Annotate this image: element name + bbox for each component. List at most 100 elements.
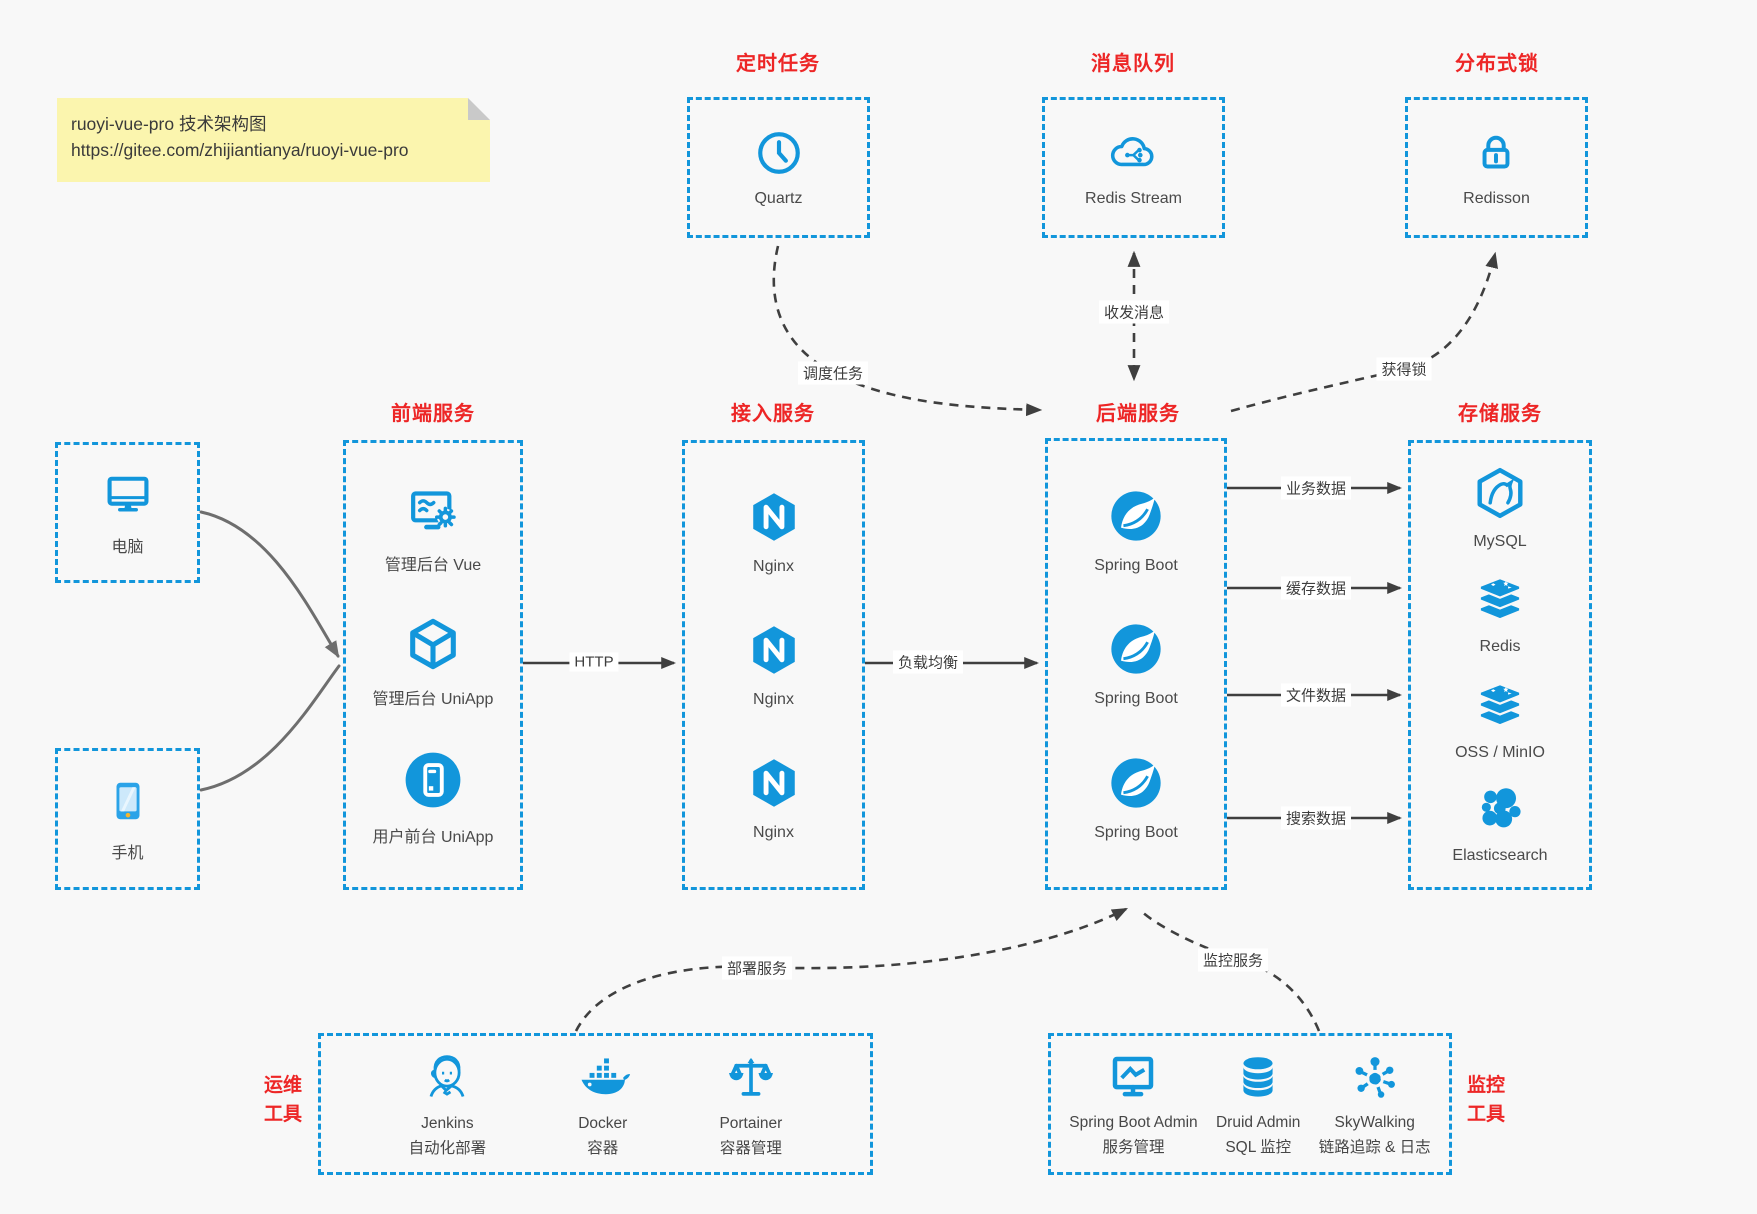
section-title-scheduled-tasks: 定时任务 <box>736 53 820 75</box>
scheduled-task-box: Quartz <box>687 97 870 238</box>
spring-boot-label: Spring Boot <box>1094 690 1178 707</box>
nginx-node-2: Nginx <box>746 621 802 709</box>
mysql-label: MySQL <box>1473 532 1527 550</box>
section-title-frontend: 前端服务 <box>391 403 475 425</box>
nginx-label: Nginx <box>753 691 794 708</box>
druid-node: Druid Admin SQL 监控 <box>1216 1050 1300 1159</box>
admin-vue-label: 管理后台 Vue <box>384 557 482 574</box>
edge-label-monitor: 监控服务 <box>1197 948 1269 972</box>
edge-label-lock: 获得锁 <box>1376 357 1432 381</box>
phone-node: 手机 <box>105 775 151 863</box>
pc-label: 电脑 <box>111 538 144 556</box>
mysql-icon <box>1471 465 1529 526</box>
redis-node: Redis <box>1470 572 1530 656</box>
uniapp-cube-icon <box>402 615 464 678</box>
nginx-label: Nginx <box>753 824 794 841</box>
section-title-backend: 后端服务 <box>1096 403 1180 425</box>
spring-boot-node-1: Spring Boot <box>1094 487 1178 575</box>
skywalking-name: SkyWalking <box>1334 1113 1415 1131</box>
quartz-label: Quartz <box>754 189 803 207</box>
docker-icon <box>574 1049 632 1110</box>
mobile-app-icon <box>402 749 464 816</box>
clock-icon <box>754 128 804 183</box>
edge-label-message: 收发消息 <box>1098 300 1170 324</box>
oss-minio-label: OSS / MinIO <box>1455 743 1545 761</box>
docker-desc: 容器 <box>587 1139 619 1157</box>
redisson-label: Redisson <box>1463 189 1530 207</box>
sticky-note: ruoyi-vue-pro 技术架构图 https://gitee.com/zh… <box>57 98 490 182</box>
section-title-distributed-lock: 分布式锁 <box>1455 53 1539 75</box>
spring-boot-icon <box>1107 620 1165 683</box>
druid-desc: SQL 监控 <box>1225 1138 1292 1156</box>
docker-name: Docker <box>578 1114 628 1132</box>
redis-stack-icon <box>1470 572 1530 631</box>
edge-label-business-data: 业务数据 <box>1280 476 1352 500</box>
pc-client-box: 电脑 <box>55 442 200 583</box>
spring-boot-admin-name: Spring Boot Admin <box>1069 1113 1198 1131</box>
admin-vue-node: 管理后台 Vue <box>385 483 481 575</box>
redis-label: Redis <box>1479 638 1521 656</box>
jenkins-name: Jenkins <box>421 1114 474 1132</box>
note-url: https://gitee.com/zhijiantianya/ruoyi-vu… <box>71 140 409 160</box>
druid-name: Druid Admin <box>1215 1113 1301 1131</box>
docker-node: Docker 容器 <box>574 1049 632 1160</box>
edge-label-search-data: 搜索数据 <box>1280 806 1352 830</box>
client-to-frontend-arrows <box>199 510 341 792</box>
redis-stream-node: Redis Stream <box>1085 128 1182 208</box>
cloud-network-icon <box>1104 128 1162 183</box>
note-title: ruoyi-vue-pro 技术架构图 <box>71 114 267 134</box>
spring-boot-icon <box>1107 487 1165 550</box>
phone-client-box: 手机 <box>55 748 200 890</box>
nginx-node-1: Nginx <box>746 488 802 576</box>
spring-boot-admin-desc: 服务管理 <box>1102 1138 1165 1156</box>
oss-minio-node: OSS / MinIO <box>1455 678 1545 762</box>
storage-services-box: MySQL Redis <box>1408 440 1592 890</box>
skywalking-node: SkyWalking 链路追踪 & 日志 <box>1319 1050 1431 1159</box>
nginx-icon <box>746 754 802 817</box>
section-title-access: 接入服务 <box>731 403 815 425</box>
smartphone-icon <box>105 775 151 832</box>
lock-icon <box>1471 128 1521 183</box>
section-title-storage: 存储服务 <box>1458 403 1542 425</box>
edge-label-schedule-task: 调度任务 <box>797 361 869 385</box>
object-storage-icon <box>1470 678 1530 737</box>
user-uniapp-node: 用户前台 UniApp <box>372 749 494 847</box>
elasticsearch-node: Elasticsearch <box>1452 783 1548 865</box>
spring-boot-icon <box>1107 754 1165 817</box>
monitor-tools-label: 监控 工具 <box>1466 1075 1506 1125</box>
portainer-name: Portainer <box>719 1114 783 1132</box>
spring-boot-label: Spring Boot <box>1094 556 1178 574</box>
nginx-icon <box>746 621 802 684</box>
frontend-services-box: 管理后台 Vue 管理后台 UniApp 用户前台 UniApp <box>343 440 523 890</box>
edge-label-http: HTTP <box>569 652 619 672</box>
elasticsearch-label: Elasticsearch <box>1452 847 1548 865</box>
spring-boot-admin-icon <box>1106 1050 1160 1109</box>
nginx-icon <box>746 488 802 551</box>
ops-tools-box: Jenkins 自动化部署 Docker 容器 <box>318 1033 873 1175</box>
access-services-box: Nginx Nginx Nginx <box>682 440 865 890</box>
spring-boot-node-3: Spring Boot <box>1094 754 1178 842</box>
portainer-icon <box>725 1049 777 1110</box>
user-uniapp-label: 用户前台 UniApp <box>372 829 494 846</box>
admin-vue-icon <box>402 483 464 544</box>
portainer-node: Portainer 容器管理 <box>719 1049 782 1160</box>
spring-boot-label: Spring Boot <box>1094 823 1178 841</box>
edge-label-deploy: 部署服务 <box>721 956 793 980</box>
distributed-lock-box: Redisson <box>1405 97 1588 238</box>
ops-tools-label: 运维 工具 <box>263 1075 303 1125</box>
nginx-label: Nginx <box>753 558 794 575</box>
admin-uniapp-label: 管理后台 UniApp <box>372 691 494 708</box>
druid-icon <box>1233 1050 1283 1109</box>
portainer-desc: 容器管理 <box>719 1139 782 1157</box>
monitor-tools-box: Spring Boot Admin 服务管理 Druid Admin SQL 监… <box>1048 1033 1452 1175</box>
quartz-node: Quartz <box>754 128 804 208</box>
jenkins-icon <box>421 1049 473 1110</box>
edge-label-file-data: 文件数据 <box>1280 683 1352 707</box>
section-title-message-queue: 消息队列 <box>1091 53 1175 75</box>
edge-label-cache-data: 缓存数据 <box>1280 576 1352 600</box>
elasticsearch-icon <box>1472 783 1528 840</box>
admin-uniapp-node: 管理后台 UniApp <box>372 615 494 709</box>
pc-node: 电脑 <box>100 469 156 557</box>
skywalking-desc: 链路追踪 & 日志 <box>1318 1138 1431 1156</box>
